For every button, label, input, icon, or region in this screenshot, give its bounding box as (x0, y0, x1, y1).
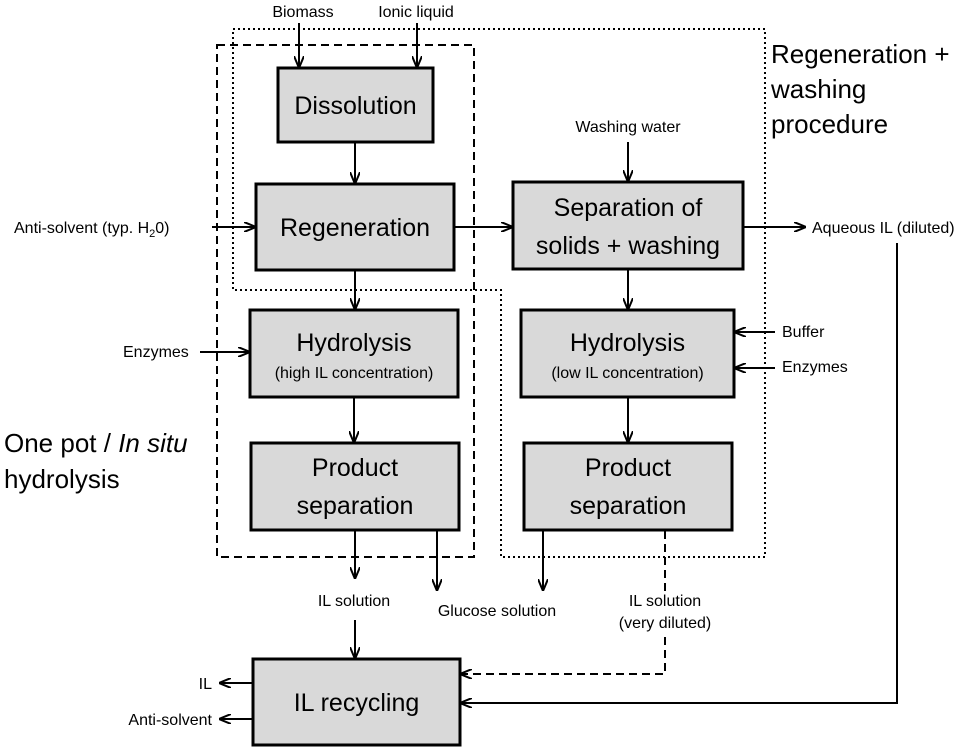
dissolution-box: Dissolution (276, 66, 435, 144)
separation-label-line1: Separation of (554, 194, 703, 222)
anti-solvent-out-label: Anti-solvent (128, 712, 212, 729)
regen-wash-title-line2: washing (770, 74, 866, 104)
regen-wash-title-line1: Regeneration + (771, 39, 950, 69)
hydrolysis-left-subtitle: (high IL concentration) (275, 365, 434, 382)
arrow-aqueous-il-to-recycling (461, 243, 898, 703)
hydrolysis-left-box: Hydrolysis (high IL concentration) (248, 308, 460, 399)
il-solution-dilute-label-line1: IL solution (629, 593, 701, 610)
hydrolysis-left-title: Hydrolysis (296, 329, 411, 357)
il-out-label: IL (199, 676, 212, 693)
il-solution-dilute-label-line2: (very diluted) (619, 615, 711, 632)
ionic-liquid-label: Ionic liquid (378, 4, 454, 21)
enzymes-left-label: Enzymes (123, 344, 189, 361)
hydrolysis-right-box: Hydrolysis (low IL concentration) (519, 308, 736, 399)
regen-wash-title-line3: procedure (771, 109, 888, 139)
one-pot-title-part2: In situ (118, 428, 187, 458)
buffer-label: Buffer (782, 324, 825, 341)
dissolution-label: Dissolution (294, 92, 416, 120)
anti-solvent-suffix: 0) (155, 220, 169, 237)
anti-solvent-in-label: Anti-solvent (typ. H20) (14, 220, 170, 240)
il-recycling-box: IL recycling (251, 657, 462, 747)
product-separation-right-line1: Product (585, 454, 671, 482)
separation-box: Separation of solids + washing (511, 180, 745, 271)
product-separation-left-line1: Product (312, 454, 398, 482)
one-pot-title-part1: One pot / (4, 428, 118, 458)
product-separation-right-line2: separation (570, 492, 687, 520)
hydrolysis-right-title: Hydrolysis (570, 329, 685, 357)
glucose-solution-label: Glucose solution (438, 603, 556, 620)
regeneration-label: Regeneration (280, 214, 430, 242)
regen-wash-region-outline (232, 28, 766, 558)
enzymes-right-label: Enzymes (782, 359, 848, 376)
one-pot-region-outline (216, 44, 475, 558)
anti-solvent-subscript: 2 (149, 228, 155, 240)
biomass-label: Biomass (272, 4, 333, 21)
arrow-dilute-il-to-recycling (461, 531, 666, 674)
product-separation-left-box: Product separation (249, 441, 461, 532)
product-separation-left-line2: separation (297, 492, 414, 520)
product-separation-right-box: Product separation (522, 441, 734, 532)
hydrolysis-right-subtitle: (low IL concentration) (551, 365, 703, 382)
anti-solvent-prefix: Anti-solvent (typ. H (14, 220, 149, 237)
one-pot-title-line1: One pot / In situ (4, 428, 188, 458)
regeneration-box: Regeneration (254, 182, 456, 272)
il-recycling-label: IL recycling (294, 689, 420, 717)
separation-label-line2: solids + washing (536, 232, 720, 260)
one-pot-title-line2: hydrolysis (4, 464, 120, 494)
aqueous-il-label: Aqueous IL (diluted) (812, 220, 955, 237)
il-solution-label: IL solution (318, 593, 390, 610)
washing-water-label: Washing water (575, 119, 681, 136)
